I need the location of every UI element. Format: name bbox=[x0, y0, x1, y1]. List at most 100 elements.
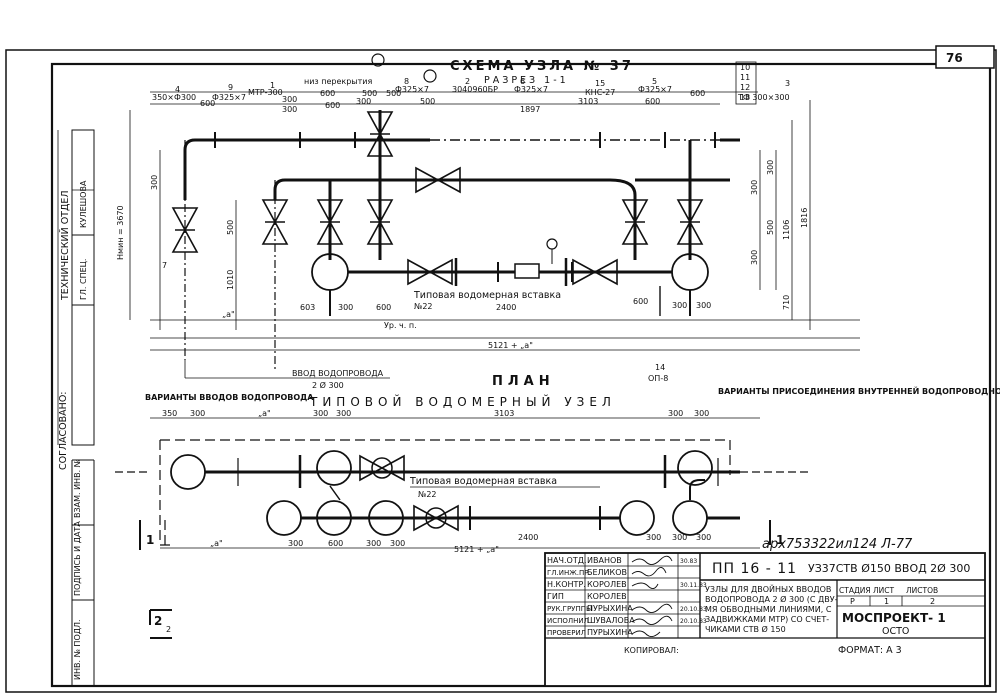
callout-6: 6 bbox=[520, 77, 525, 86]
right-vert-7: 710 bbox=[782, 295, 791, 310]
cut-mark-2a: 2 bbox=[154, 614, 162, 628]
pipe-label-4: Ф325×7 bbox=[395, 85, 429, 94]
desc-line-5: ЧИКАМИ СТВ Ø 150 bbox=[705, 624, 786, 634]
variants-conn: ВАРИАНТЫ ПРИСОЕДИНЕНИЯ ВНУТРЕННЕЙ ВОДОПР… bbox=[718, 385, 1000, 396]
plan-bdim-2: 300 bbox=[288, 539, 303, 548]
plan-bdim-9: 300 bbox=[672, 533, 687, 542]
tb-role-4: ГИП bbox=[547, 592, 564, 601]
plan-bdim-1: „а" bbox=[210, 539, 223, 548]
signature-date-label: ПОДПИСЬ И ДАТА bbox=[73, 521, 82, 596]
support-label: ОП-8 bbox=[648, 374, 668, 383]
plan-bdim-5: 300 bbox=[390, 539, 405, 548]
plan-dim-1: 350 bbox=[162, 409, 177, 418]
dim-top-9: 500 bbox=[386, 89, 401, 98]
stage-value: Р bbox=[850, 597, 855, 606]
pipe-label-8: Ф325×7 bbox=[638, 85, 672, 94]
plan-dim-7: 300 bbox=[668, 409, 683, 418]
org-sub: ОСТО bbox=[882, 626, 909, 637]
dim-top-2: 600 bbox=[320, 89, 335, 98]
stage-label: СТАДИЯ bbox=[839, 586, 871, 595]
riser-circle-2 bbox=[316, 450, 352, 486]
replace-inv-label: ВЗАМ. ИНВ. № bbox=[73, 458, 82, 518]
plan-dim-5: 300 bbox=[336, 409, 351, 418]
sheet-number: 76 bbox=[946, 51, 963, 65]
dim-bot-1: 603 bbox=[300, 303, 315, 312]
desc-line-1: УЗЛЫ ДЛЯ ДВОЙНЫХ ВВОДОВ bbox=[705, 583, 831, 594]
archive-stamp: арх753322ил124 Л-77 bbox=[762, 537, 913, 552]
pipe-label-5: 3040960БР bbox=[452, 85, 498, 94]
plan-dim-3: „а" bbox=[258, 409, 271, 418]
plan-dim-2: 300 bbox=[190, 409, 205, 418]
section-title: РАЗРЕЗ 1-1 bbox=[484, 75, 569, 86]
tb-name-6: ШУВАЛОВА bbox=[587, 616, 635, 625]
plan-dim-8: 300 bbox=[694, 409, 709, 418]
dim-top-4: 500 bbox=[420, 97, 435, 106]
section-1-1: СХЕМА УЗЛА № 37 РАЗРЕЗ 1-1 низ перекрыти… bbox=[116, 53, 860, 390]
riser-circle-6 bbox=[368, 500, 404, 536]
desc-line-4: ЗАДВИЖКАМИ МТР) СО СЧЕТ- bbox=[705, 615, 829, 624]
dim-bot-4: 2400 bbox=[496, 303, 516, 312]
desc-line-3: МЯ ОБВОДНЫМИ ЛИНИЯМИ, С bbox=[705, 605, 832, 614]
right-vert-5: 1106 bbox=[782, 220, 791, 240]
sheet-border bbox=[5, 49, 997, 693]
right-vert-4: 300 bbox=[750, 250, 759, 265]
dim-total-top: 5121 + „а" bbox=[488, 341, 533, 350]
tb-date-1: 30.83 bbox=[680, 558, 697, 565]
right-vert-1: 300 bbox=[750, 180, 759, 195]
dim-top-3: 500 bbox=[362, 89, 377, 98]
water-meter-icon bbox=[514, 263, 540, 279]
pipe-label-3: МТР-300 bbox=[248, 88, 283, 97]
scheme-title: СХЕМА УЗЛА № 37 bbox=[450, 59, 634, 74]
tb-role-5: РУК.ГРУППЫ bbox=[547, 605, 592, 613]
tb-role-3: Н.КОНТР. bbox=[547, 580, 586, 589]
dim-bot-3: 600 bbox=[376, 303, 391, 312]
left-strip: СОГЛАСОВАНО: ТЕХНИЧЕСКИЙ ОТДЕЛ ГЛ. СПЕЦ.… bbox=[51, 64, 95, 686]
chief-spec-name: КУЛЕШОВА bbox=[79, 180, 88, 228]
cut-mark-2b: 2 bbox=[166, 625, 171, 634]
dim-top-6: 600 bbox=[325, 101, 340, 110]
tb-date-6: 20.10.83 bbox=[680, 618, 707, 625]
right-vert-6: 1816 bbox=[800, 208, 809, 228]
pipe-label-1: 350×Ф300 bbox=[152, 93, 196, 102]
copied-label: КОПИРОВАЛ: bbox=[624, 646, 679, 655]
plan-bdim-6: 5121 + „а" bbox=[454, 545, 499, 554]
callout-15: 15 bbox=[595, 79, 605, 88]
sheets-value: 2 bbox=[930, 597, 935, 606]
tb-date-3: 30.11.83 bbox=[680, 582, 707, 589]
dim-top-5: 300 bbox=[282, 105, 297, 114]
title-block: НАЧ.ОТД. ИВАНОВ 30.83 ГЛ.ИНЖ.ПР. БЕЛИКОВ… bbox=[544, 552, 986, 687]
insert-label-top: Типовая водомерная вставка bbox=[413, 290, 561, 301]
plan-dim-6: 3103 bbox=[494, 409, 514, 418]
dim-a: „а" bbox=[222, 310, 235, 319]
level-mark: Ур. ч. п. bbox=[384, 321, 417, 330]
tb-name-1: ИВАНОВ bbox=[587, 556, 622, 565]
callout-12: 12 bbox=[740, 83, 750, 92]
tb-name-2: БЕЛИКОВ bbox=[587, 568, 627, 577]
plan-bdim-4: 300 bbox=[366, 539, 381, 548]
callout-9: 9 bbox=[228, 83, 233, 92]
agreed-label: СОГЛАСОВАНО: bbox=[58, 392, 69, 471]
pipe-label-9: ТФ 300×300 bbox=[737, 93, 790, 102]
cut-mark-1a: 1 bbox=[146, 533, 154, 547]
plan-bdim-3: 600 bbox=[328, 539, 343, 548]
plan-bdim-10: 300 bbox=[696, 533, 711, 542]
pipe-label-6: Ф325×7 bbox=[514, 85, 548, 94]
sheet-value: 1 bbox=[884, 597, 889, 606]
insert-number-plan: №22 bbox=[418, 490, 437, 499]
dim-bot-2: 300 bbox=[338, 303, 353, 312]
meter-circle-plan-1 bbox=[371, 457, 393, 479]
node-title: ТИПОВОЙ ВОДОМЕРНЫЙ УЗЕЛ bbox=[309, 394, 616, 409]
dim-bot-7: 300 bbox=[696, 301, 711, 310]
riser-circle-5 bbox=[316, 500, 352, 536]
tb-name-5: ПУРЫХИНА bbox=[587, 604, 633, 613]
callout-10: 10 bbox=[740, 63, 750, 72]
insert-label-plan: Типовая водомерная вставка bbox=[409, 476, 557, 487]
meter-circle-plan-2 bbox=[425, 507, 447, 529]
callout-7: 7 bbox=[162, 261, 167, 270]
callout-4: 4 bbox=[175, 85, 180, 94]
riser-circle-4 bbox=[266, 500, 302, 536]
sheet-label: ЛИСТ bbox=[873, 586, 894, 595]
callout-13: 13 bbox=[740, 93, 750, 102]
left-vert-1: 300 bbox=[150, 175, 159, 190]
